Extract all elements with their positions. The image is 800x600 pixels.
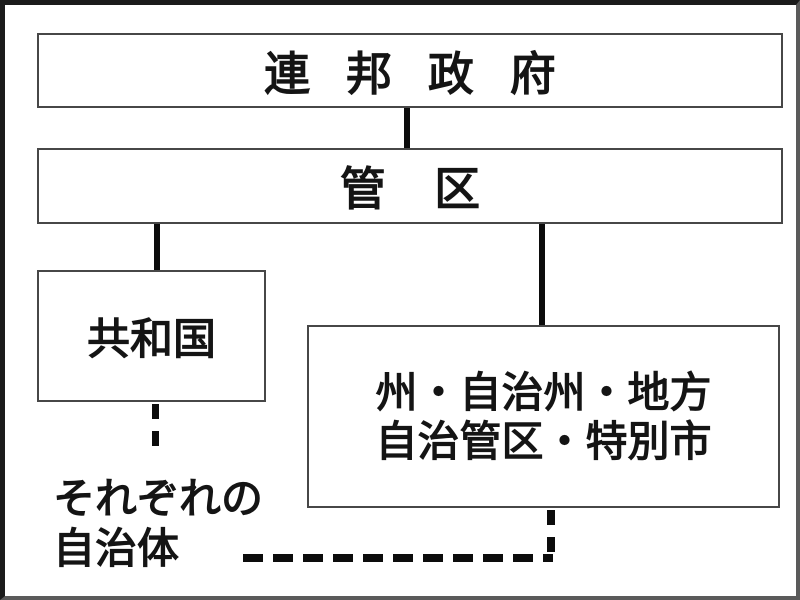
node-republic-label: 共和国 [87, 315, 216, 365]
dashed-connector-republic-to-municipalities [152, 404, 159, 448]
node-regions-label: 州・自治州・地方 自治管区・特別市 [375, 368, 711, 466]
label-municipalities-line1: それぞれの [53, 474, 264, 523]
node-republic: 共和国 [37, 270, 266, 402]
dashed-connector-horizontal [243, 554, 553, 562]
label-municipalities-line2: 自治体 [53, 524, 180, 573]
node-regions-label-line1: 州・自治州・地方 [375, 367, 712, 417]
node-regions-label-line2: 自治管区・特別市 [375, 416, 712, 466]
dashed-connector-regions-to-municipalities [547, 510, 555, 557]
node-federal-government-label: 連邦政府 [264, 46, 592, 101]
node-regions: 州・自治州・地方 自治管区・特別市 [307, 325, 780, 508]
connector-federal-to-district [404, 108, 410, 149]
connector-district-to-regions [539, 224, 545, 326]
node-district: 管区 [37, 148, 783, 224]
node-district-label: 管区 [339, 162, 529, 216]
label-municipalities: それぞれの 自治体 [53, 474, 333, 574]
node-federal-government: 連邦政府 [37, 33, 783, 108]
connector-district-to-republic [154, 224, 160, 271]
